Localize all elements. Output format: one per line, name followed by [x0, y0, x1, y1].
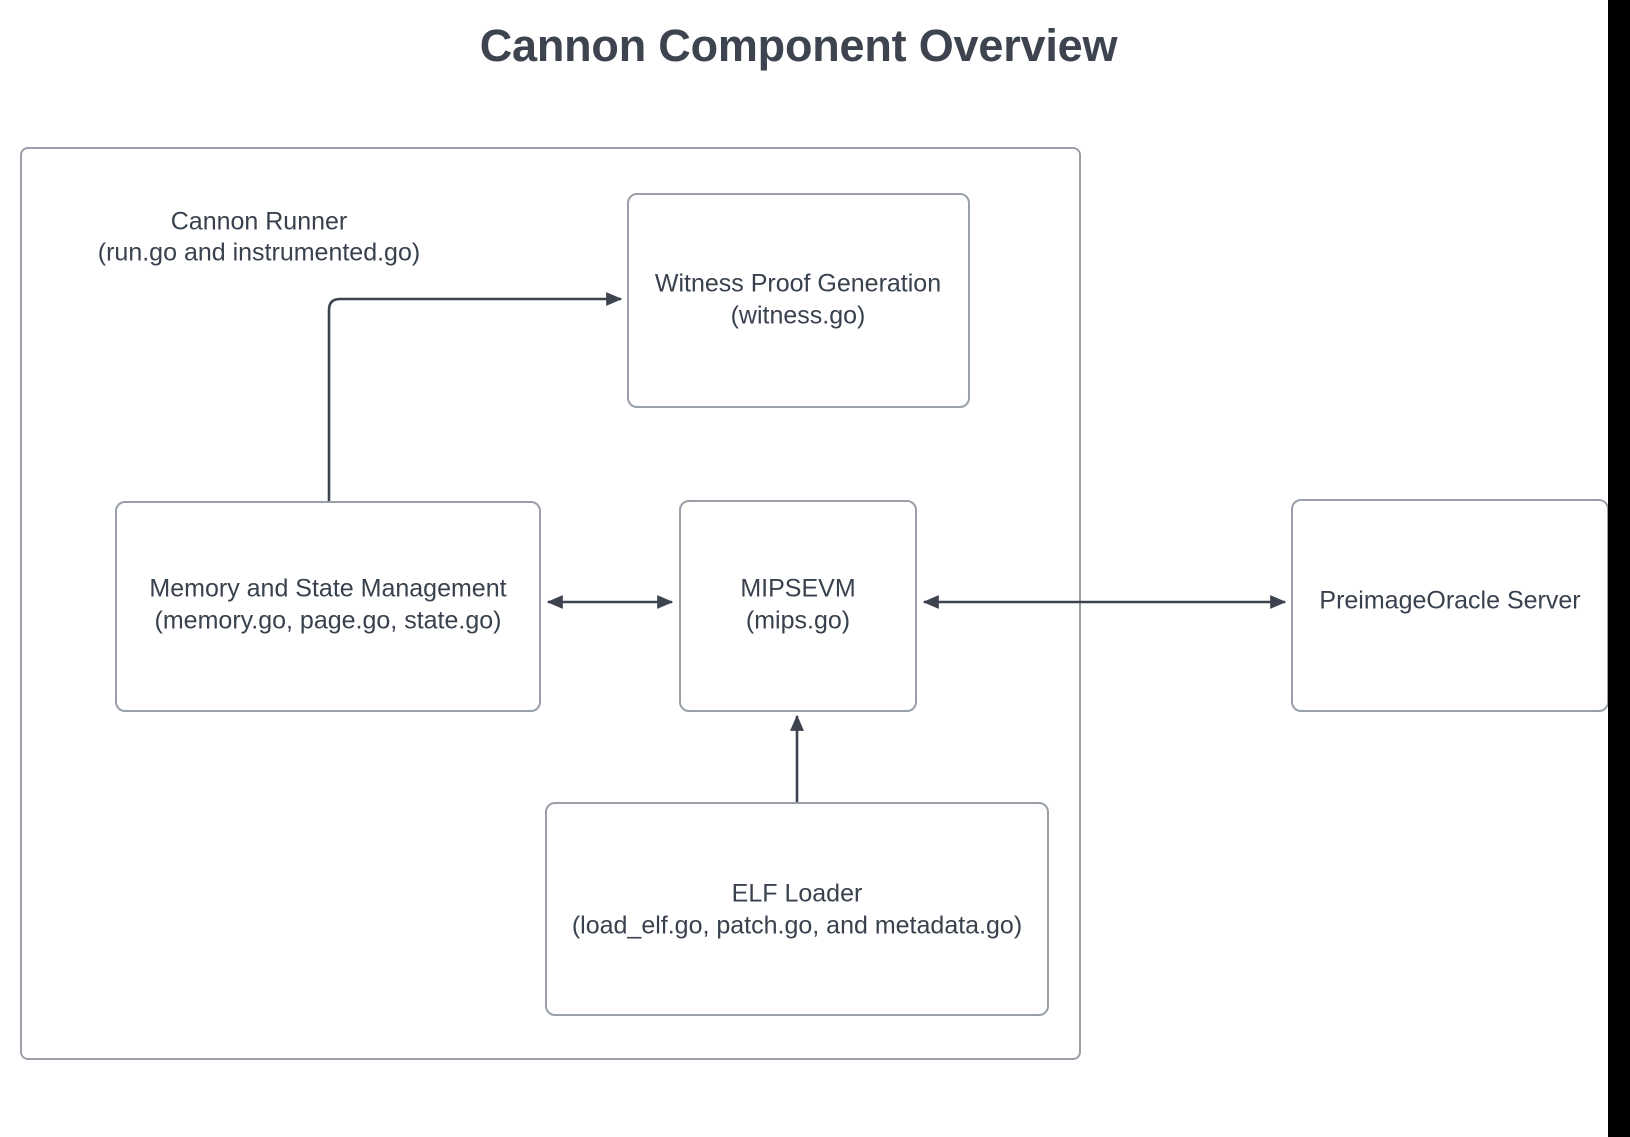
page-title: Cannon Component Overview [479, 20, 1118, 71]
node-elf-loader-label-line2: (load_elf.go, patch.go, and metadata.go) [572, 912, 1022, 940]
right-edge-band [1608, 0, 1630, 1137]
node-mipsevm-label-line1: MIPSEVM [740, 575, 855, 603]
cannon-runner-group-label-line2: (run.go and instrumented.go) [98, 239, 420, 267]
node-memory-and-state-management-label-line1: Memory and State Management [149, 575, 506, 603]
node-memory-and-state-management[interactable]: Memory and State Management (memory.go, … [115, 501, 541, 712]
node-witness-proof-generation-box[interactable] [627, 193, 970, 408]
node-memory-and-state-management-label-line2: (memory.go, page.go, state.go) [155, 607, 502, 635]
node-mipsevm[interactable]: MIPSEVM (mips.go) [679, 500, 917, 712]
node-preimageoracle-server[interactable]: PreimageOracle Server [1291, 499, 1609, 712]
node-elf-loader-label-line1: ELF Loader [732, 880, 863, 908]
edge-memory-to-witness [327, 292, 623, 502]
node-mipsevm-label-line2: (mips.go) [746, 607, 850, 635]
node-elf-loader-box[interactable] [545, 802, 1049, 1016]
node-witness-proof-generation-label-line1: Witness Proof Generation [655, 270, 941, 298]
node-witness-proof-generation-label-line2: (witness.go) [731, 302, 866, 330]
cannon-runner-group-label-line1: Cannon Runner [171, 208, 348, 236]
node-memory-and-state-management-box[interactable] [115, 501, 541, 712]
node-mipsevm-box[interactable] [679, 500, 917, 712]
node-preimageoracle-server-label-line1: PreimageOracle Server [1319, 587, 1580, 615]
node-witness-proof-generation[interactable]: Witness Proof Generation (witness.go) [627, 193, 970, 408]
node-elf-loader[interactable]: ELF Loader (load_elf.go, patch.go, and m… [545, 802, 1049, 1016]
